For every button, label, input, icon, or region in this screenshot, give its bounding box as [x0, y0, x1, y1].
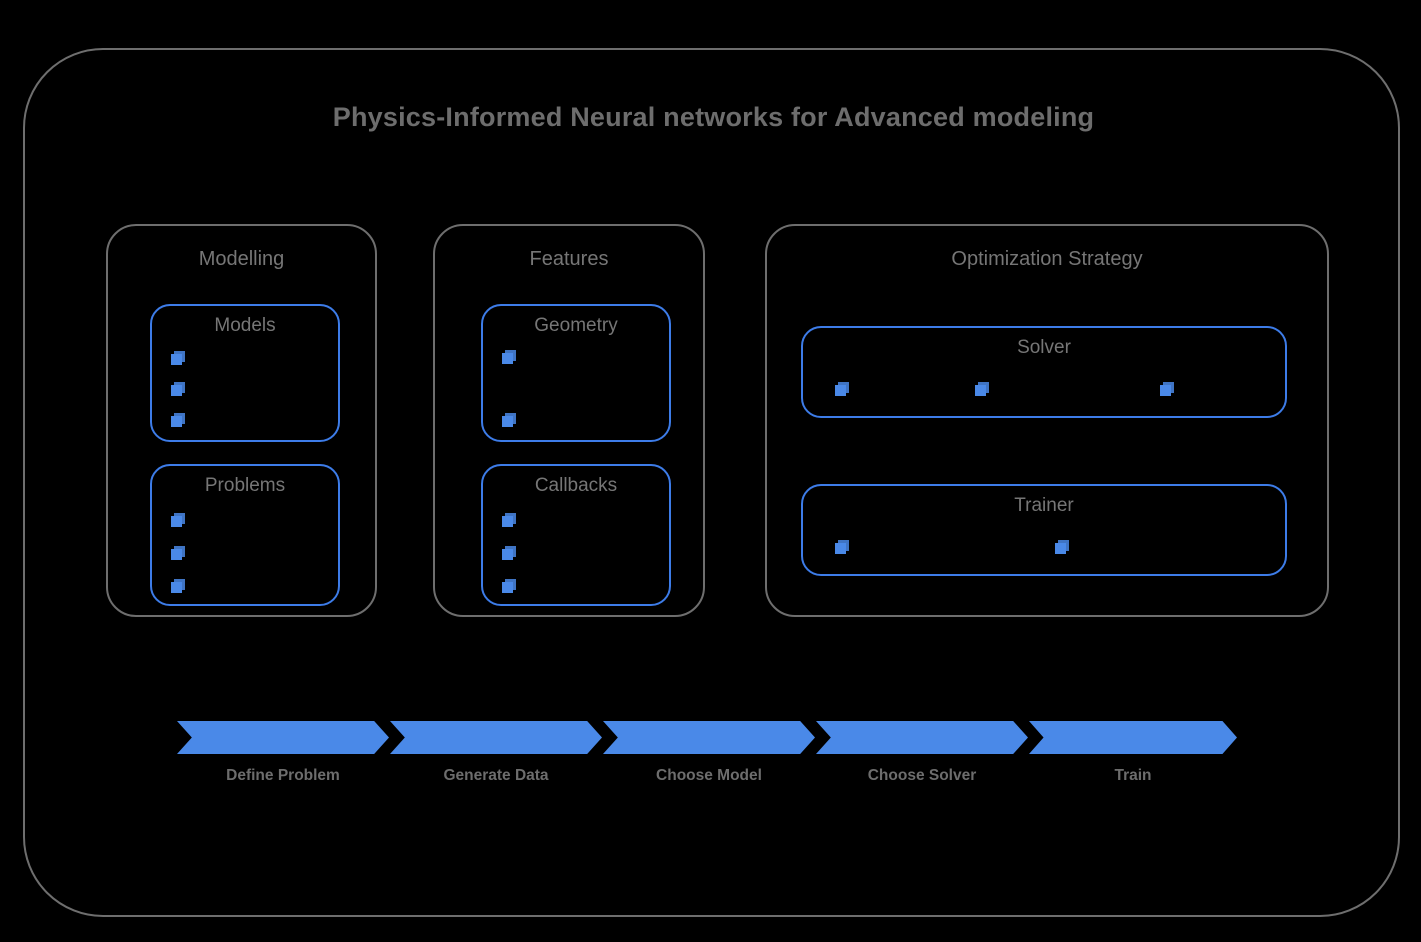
card-title-trainer: Trainer	[1014, 495, 1074, 516]
cube-bullet-icon	[171, 579, 185, 593]
cube-bullet-icon	[502, 579, 516, 593]
pipeline-flow: Define Problem Generate Data Choose Mode…	[177, 721, 1237, 821]
bullet-item	[171, 382, 185, 399]
group-title-features: Features	[529, 248, 609, 270]
card-geometry[interactable]: Geometry	[481, 304, 671, 442]
group-optimization-strategy: Optimization Strategy Solver Trainer	[765, 224, 1329, 617]
cube-bullet-icon	[502, 546, 516, 560]
card-title-geometry: Geometry	[534, 315, 618, 336]
bullet-item	[171, 513, 185, 530]
cube-bullet-icon	[171, 413, 185, 427]
cube-bullet-icon	[1160, 382, 1174, 396]
pipeline-step-arrow[interactable]	[177, 721, 389, 754]
bullet-item	[1160, 382, 1174, 399]
cube-bullet-icon	[1055, 540, 1069, 554]
cube-bullet-icon	[171, 351, 185, 365]
bullet-item	[502, 350, 516, 367]
pipeline-step-arrow[interactable]	[390, 721, 602, 754]
cube-bullet-icon	[835, 540, 849, 554]
bullet-item	[171, 546, 185, 563]
group-title-optimization-strategy: Optimization Strategy	[951, 248, 1143, 270]
group-modelling: Modelling Models Problems	[106, 224, 377, 617]
cube-bullet-icon	[502, 413, 516, 427]
bullet-item	[502, 546, 516, 563]
card-title-problems: Problems	[204, 475, 286, 496]
page-title: Physics-Informed Neural networks for Adv…	[332, 102, 1095, 132]
card-problems[interactable]: Problems	[150, 464, 340, 606]
card-title-callbacks: Callbacks	[534, 475, 618, 496]
cube-bullet-icon	[171, 513, 185, 527]
cube-bullet-icon	[835, 382, 849, 396]
pipeline-step-arrow[interactable]	[1029, 721, 1237, 754]
cube-bullet-icon	[502, 350, 516, 364]
card-solver[interactable]: Solver	[801, 326, 1287, 418]
cube-bullet-icon	[975, 382, 989, 396]
group-title-modelling: Modelling	[198, 248, 285, 270]
cube-bullet-icon	[171, 382, 185, 396]
card-callbacks[interactable]: Callbacks	[481, 464, 671, 606]
bullet-item	[502, 513, 516, 530]
pipeline-step-label-1: Define Problem	[226, 767, 340, 784]
bullet-item	[975, 382, 989, 399]
cube-bullet-icon	[502, 513, 516, 527]
card-trainer[interactable]: Trainer	[801, 484, 1287, 576]
diagram-outer-frame: Physics-Informed Neural networks for Adv…	[23, 48, 1400, 917]
pipeline-step-label-2: Generate Data	[443, 767, 549, 784]
pipeline-step-label-5: Train	[1114, 767, 1152, 784]
bullet-item	[502, 413, 516, 430]
card-title-solver: Solver	[1017, 337, 1071, 358]
group-features: Features Geometry Callbacks	[433, 224, 705, 617]
card-models[interactable]: Models	[150, 304, 340, 442]
bullet-item	[502, 579, 516, 596]
pipeline-step-arrow[interactable]	[603, 721, 815, 754]
bullet-item	[1055, 540, 1069, 557]
cube-bullet-icon	[171, 546, 185, 560]
bullet-item	[835, 540, 849, 557]
bullet-item	[171, 413, 185, 430]
pipeline-step-label-4: Choose Solver	[867, 767, 977, 784]
card-title-models: Models	[214, 315, 276, 336]
bullet-item	[171, 579, 185, 596]
pipeline-step-label-3: Choose Model	[656, 767, 762, 784]
bullet-item	[171, 351, 185, 368]
pipeline-step-arrow[interactable]	[816, 721, 1028, 754]
bullet-item	[835, 382, 849, 399]
